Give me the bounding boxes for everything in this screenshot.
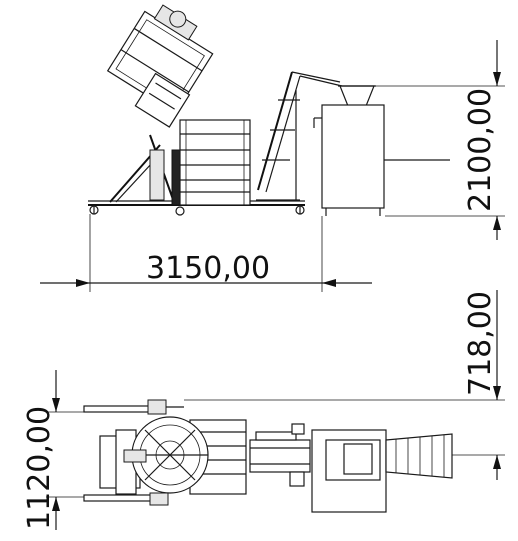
dim-length-label: 3150,00 <box>146 251 270 286</box>
side-conveyor <box>256 71 343 201</box>
side-divider-cabinet <box>313 104 450 216</box>
dim-offset-label: 718,00 <box>463 291 498 396</box>
dim-offset: 718,00 <box>184 290 505 480</box>
dim-height: 2100,00 <box>376 40 505 240</box>
dim-length: 3150,00 <box>40 214 372 292</box>
top-view: 718,00 1120,00 <box>22 290 505 530</box>
side-view: 2100,00 3150,00 <box>40 4 505 292</box>
dim-top-width-label: 1120,00 <box>22 406 57 530</box>
top-rails <box>83 399 184 506</box>
side-rack <box>179 119 251 206</box>
top-conveyor <box>249 423 311 487</box>
top-bowl <box>123 416 209 494</box>
top-divider <box>311 429 453 513</box>
dim-top-width: 1120,00 <box>22 370 84 530</box>
dim-height-label: 2100,00 <box>463 88 498 212</box>
side-mixer-head <box>106 4 214 128</box>
side-tilt-support <box>109 134 181 206</box>
side-hopper <box>338 85 376 107</box>
